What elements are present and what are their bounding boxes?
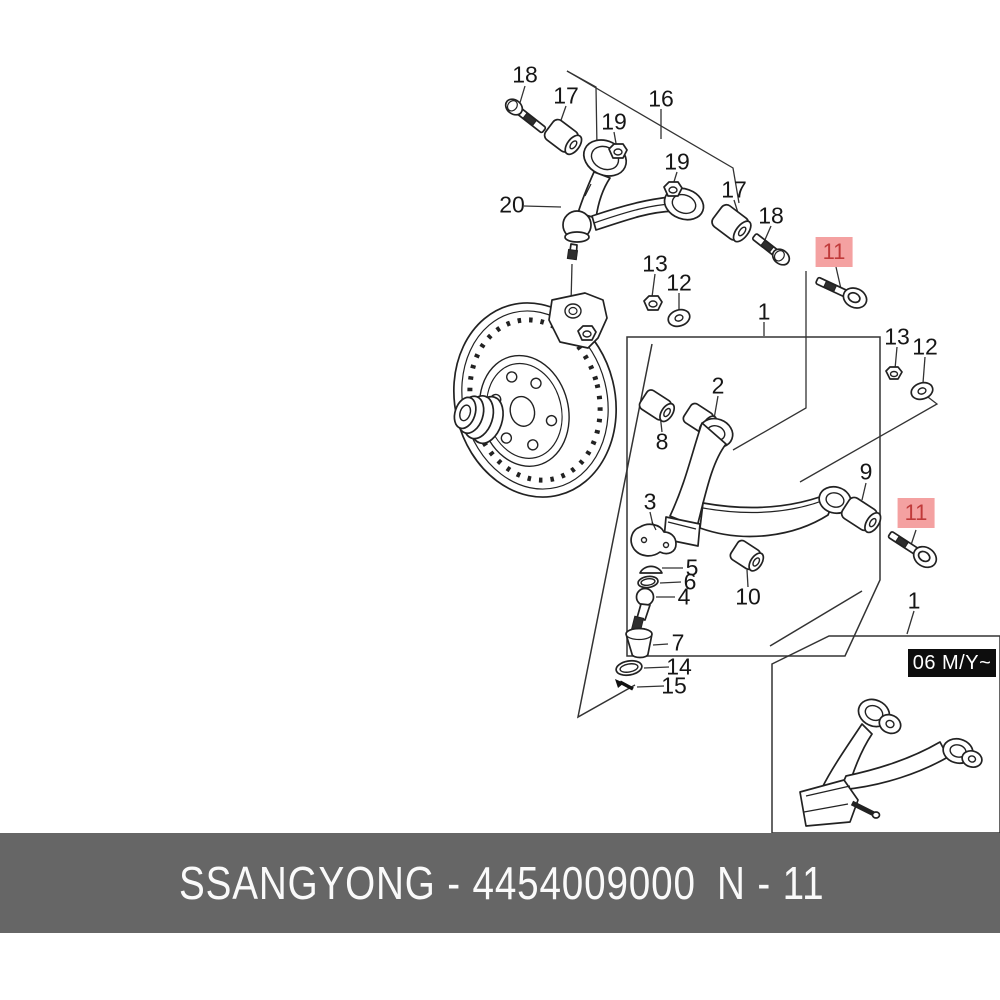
model-year-tag: 06 M/Y~ <box>908 649 996 677</box>
bolt-11-lower-drawing <box>887 531 938 569</box>
callout-19-right: 19 <box>664 148 690 175</box>
callout-9: 9 <box>859 458 873 485</box>
callout-18-left: 18 <box>512 61 538 88</box>
inset-box-outline <box>771 635 1000 834</box>
callout-14: 14 <box>666 653 692 680</box>
callout-13-right: 13 <box>884 323 910 350</box>
ball-joint-parts-drawing <box>615 521 677 691</box>
part-number-text: SSANGYONG - 4454009000 <box>179 857 696 909</box>
callout-20: 20 <box>499 191 525 218</box>
callout-17-right: 17 <box>721 176 747 203</box>
callout-4: 4 <box>677 583 691 610</box>
callout-11-lower[interactable]: 11 <box>897 498 935 528</box>
callout-5: 5 <box>685 554 699 581</box>
callout-2: 2 <box>711 372 725 399</box>
bolt-11-upper-drawing <box>815 276 868 309</box>
inset-control-arm-drawing <box>799 698 983 827</box>
callout-12-mid: 12 <box>666 269 692 296</box>
callout-1-main: 1 <box>757 298 771 325</box>
callout-12-right: 12 <box>912 333 938 360</box>
callout-15: 15 <box>661 672 687 699</box>
callout-16: 16 <box>648 85 674 112</box>
callout-6: 6 <box>683 568 697 595</box>
callout-10: 10 <box>735 583 761 610</box>
knuckle-bracket-drawing <box>548 292 608 349</box>
cotter-pin-drawing <box>615 679 634 691</box>
callout-3: 3 <box>643 488 657 515</box>
callout-13-mid: 13 <box>642 250 668 277</box>
callout-7: 7 <box>671 629 685 656</box>
lower-control-arm-drawing <box>638 389 882 572</box>
hub-snout-drawing <box>453 395 504 445</box>
callout-17-left: 17 <box>553 82 579 109</box>
callout-19-left: 19 <box>601 108 627 135</box>
callout-18-right: 18 <box>758 202 784 229</box>
upper-link-assembly-drawing <box>504 98 791 266</box>
assembly-boundary-box <box>576 336 881 719</box>
footer-banner: SSANGYONG - 4454009000 N - 11 <box>0 833 1000 933</box>
callout-1-inset: 1 <box>907 587 921 614</box>
callout-8: 8 <box>655 428 669 455</box>
page-ref-text: N - 11 <box>717 857 825 909</box>
nut-washer-drawings <box>643 295 934 401</box>
callout-11-upper[interactable]: 11 <box>815 237 853 267</box>
